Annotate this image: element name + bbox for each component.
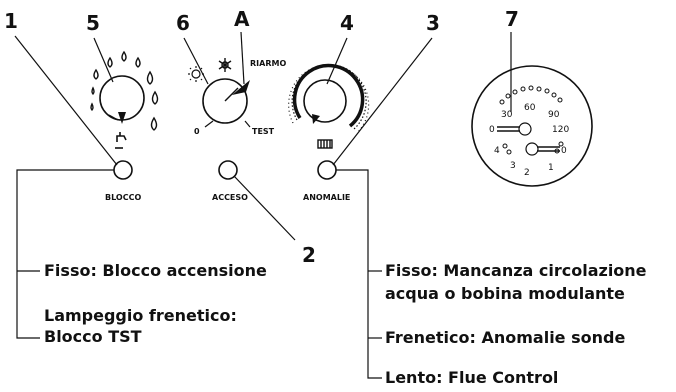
blocco-label: BLOCCO — [105, 193, 141, 202]
blocco-lampeggio-note: Lampeggio frenetico: — [44, 306, 237, 325]
blocco-bracket — [16, 169, 114, 339]
radiator-icon — [317, 139, 333, 149]
leader-line-3 — [332, 37, 433, 166]
leader-line-5 — [93, 37, 114, 83]
callout-6: 6 — [176, 11, 190, 35]
gauge-press-2: 2 — [524, 168, 530, 178]
acceso-label: ACCESO — [212, 193, 248, 202]
callout-1: 1 — [4, 9, 18, 33]
off-position-label: 0 — [194, 127, 200, 136]
leader-line-2 — [233, 175, 296, 241]
sun-icon — [188, 66, 204, 82]
gauge-temp-90: 90 — [548, 110, 560, 120]
callout-4: 4 — [340, 11, 354, 35]
callout-5: 5 — [86, 11, 100, 35]
gauge-temp-30: 30 — [501, 110, 513, 120]
blocco-fisso-note: Fisso: Blocco accensione — [44, 261, 267, 280]
anomalie-lento-note: Lento: Flue Control — [385, 368, 558, 387]
gauge-temp-120: 120 — [552, 125, 569, 135]
anomalie-fisso-note-2: acqua o bobina modulante — [385, 284, 625, 303]
leader-line-a — [240, 31, 245, 85]
mode-selector-knob[interactable] — [202, 78, 250, 124]
gauge-temp-60: 60 — [524, 103, 536, 113]
knob-pointer-icon — [118, 112, 126, 124]
heating-knob[interactable] — [303, 79, 347, 124]
callout-a: A — [234, 7, 250, 31]
acceso-led — [218, 160, 238, 180]
gauge-press-1: 1 — [548, 163, 554, 173]
test-position-label: TEST — [252, 127, 275, 136]
gauge-press-3: 3 — [510, 161, 516, 171]
callout-7: 7 — [505, 7, 519, 31]
anomalie-label: ANOMALIE — [303, 193, 350, 202]
callout-3: 3 — [426, 11, 440, 35]
knob-pointer-icon — [312, 114, 320, 124]
water-drop-icons — [90, 50, 159, 131]
blocco-tst-note: Blocco TST — [44, 327, 142, 346]
thermo-manometer-gauge — [471, 65, 593, 187]
leader-line-4 — [326, 37, 348, 85]
callout-2: 2 — [302, 243, 316, 267]
riarmo-label: RIARMO — [250, 59, 286, 68]
gauge-press-0: 0 — [561, 146, 567, 156]
faucet-icon — [115, 132, 127, 149]
gauge-press-4: 4 — [494, 146, 500, 156]
heating-ramp-scale — [288, 63, 370, 133]
anomalie-bracket — [336, 169, 382, 379]
leader-line-1 — [14, 35, 118, 166]
leader-line-6 — [183, 37, 209, 85]
dhw-knob[interactable] — [99, 75, 145, 124]
gauge-temp-0: 0 — [489, 125, 495, 135]
anomalie-frenetico-note: Frenetico: Anomalie sonde — [385, 328, 625, 347]
knob-pointer-icon — [232, 80, 250, 95]
anomalie-fisso-note: Fisso: Mancanza circolazione — [385, 261, 647, 280]
snowflake-icon — [218, 58, 232, 72]
